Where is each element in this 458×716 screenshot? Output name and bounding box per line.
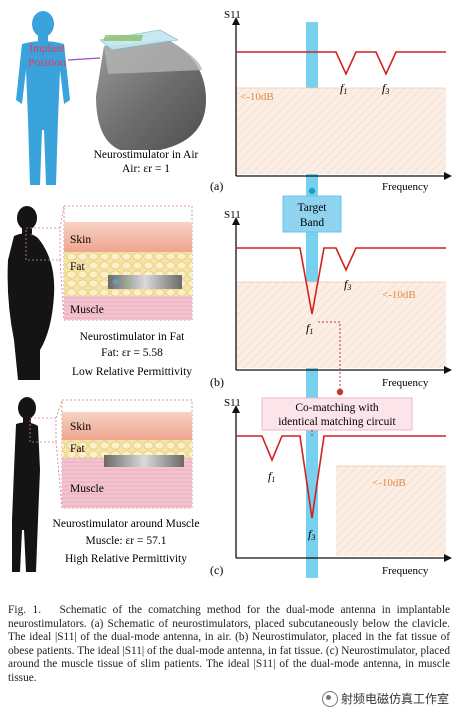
f3-label-c: f3 — [308, 527, 315, 542]
f3-label-b: f3 — [344, 277, 351, 292]
f1-label-a: f1 — [340, 81, 347, 96]
panel-c-caption-line2: Muscle: εr = 57.1 — [86, 535, 167, 547]
panel-b-caption-line2: Fat: εr = 5.58 — [101, 347, 163, 359]
layer-fat-label-b: Fat — [70, 261, 86, 273]
implant-label-line1: Implant — [29, 43, 66, 55]
comatch-link-b — [318, 321, 341, 392]
s11-curve-b — [236, 247, 446, 315]
human-body-black-slim — [12, 397, 40, 572]
xlabel-a: Frequency — [382, 181, 429, 193]
threshold-label-a: <-10dB — [240, 91, 274, 103]
target-band-line1: Target — [298, 202, 328, 214]
xlabel-c: Frequency — [382, 565, 429, 577]
target-band-line2: Band — [300, 217, 325, 229]
xlabel-b: Frequency — [382, 377, 429, 389]
human-body-blue — [16, 11, 70, 185]
f3-label-a: f3 — [382, 81, 389, 96]
figure-caption: Fig. 1. Schematic of the comatching meth… — [8, 604, 450, 686]
ylabel-a: S11 — [224, 9, 241, 21]
threshold-region-b — [236, 282, 446, 368]
ylabel-b: S11 — [224, 209, 241, 221]
tissue-stack-b — [63, 205, 193, 321]
ylabel-c: S11 — [224, 397, 241, 409]
fat-layer-c — [62, 440, 192, 458]
caption-text: Schematic of the comatching method for t… — [8, 604, 450, 684]
watermark: 射频电磁仿真工作室 — [318, 688, 452, 708]
panel-c-illustration: Skin Fat Muscle Neurostimulator around M… — [12, 397, 199, 572]
chart-c: S11 Frequency <-10dB f1 f3 (c) — [210, 397, 452, 577]
panel-a-caption-line2: Air: εr = 1 — [122, 163, 170, 175]
threshold-label-b: <-10dB — [382, 289, 416, 301]
panel-a-letter: (a) — [210, 179, 223, 193]
layer-muscle-label-c: Muscle — [70, 483, 104, 495]
threshold-region-a — [236, 88, 446, 174]
panel-c-letter: (c) — [210, 563, 223, 577]
panel-b-caption-line1: Neurostimulator in Fat — [80, 331, 186, 343]
implant-in-fat — [108, 275, 182, 289]
panel-b-letter: (b) — [210, 375, 224, 389]
skin-layer-b — [64, 222, 192, 252]
zoom-box-b — [25, 227, 61, 261]
watermark-text: 射频电磁仿真工作室 — [340, 691, 449, 706]
implant-pointer-line — [67, 57, 101, 61]
panel-c-caption-line1: Neurostimulator around Muscle — [53, 518, 200, 530]
comatching-line1: Co-matching with — [295, 402, 379, 414]
panel-b-caption-line3: Low Relative Permittivity — [72, 366, 192, 378]
panel-a-caption-line1: Neurostimulator in Air — [94, 149, 199, 161]
threshold-label-c: <-10dB — [372, 477, 406, 489]
chart-a: S11 Frequency <-10dB f1 f3 (a) — [210, 9, 452, 193]
muscle-layer-b — [64, 296, 192, 320]
comatching-line2: identical matching circuit — [278, 416, 396, 428]
skin-layer-c — [62, 412, 192, 440]
implant-at-muscle — [104, 455, 184, 467]
comatching-callout: Co-matching with identical matching circ… — [261, 388, 413, 431]
implant-label-line2: Position — [28, 57, 66, 69]
panel-b-illustration: Skin Fat Muscle Neurostimulator in Fat F… — [7, 205, 193, 380]
panel-a-illustration: Implant Position Neurostimulator in Air … — [16, 11, 206, 185]
target-band-callout: Target Band — [282, 187, 342, 233]
layer-fat-label-c: Fat — [70, 443, 86, 455]
human-body-black-obese — [7, 206, 55, 380]
caption-lead: Fig. 1. — [8, 604, 42, 616]
threshold-region-c — [336, 466, 446, 556]
panel-c-caption-line3: High Relative Permittivity — [65, 553, 187, 565]
f1-label-c: f1 — [268, 469, 275, 484]
wechat-icon — [321, 691, 338, 707]
s11-curve-a — [236, 51, 446, 76]
zoom-box-c — [29, 417, 57, 443]
f1-label-b: f1 — [306, 321, 313, 336]
tissue-stack-c — [61, 399, 193, 509]
layer-muscle-label-b: Muscle — [70, 304, 104, 316]
s11-curve-c — [236, 435, 446, 519]
chart-b: S11 Frequency <-10dB f1 f3 (b) — [210, 209, 452, 392]
layer-skin-label-b: Skin — [70, 234, 91, 246]
figure-canvas: Implant Position Neurostimulator in Air … — [7, 9, 452, 578]
neurostimulator-device — [96, 29, 206, 150]
fat-layer-b — [64, 252, 192, 296]
layer-skin-label-c: Skin — [70, 421, 91, 433]
